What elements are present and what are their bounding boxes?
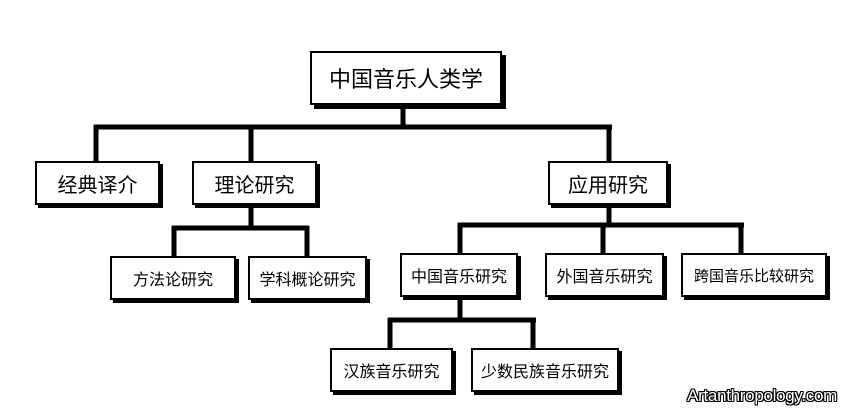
theory-node: 理论研究 [192,161,317,205]
classics-node-label: 经典译介 [57,172,138,197]
classics-node: 经典译介 [35,161,160,205]
foreign-music-node-label: 外国音乐研究 [556,267,653,286]
disciplinary-node-label: 学科概论研究 [259,270,356,289]
chinese-music-node-label: 中国音乐研究 [410,267,507,286]
disciplinary-node: 学科概论研究 [248,256,367,300]
applied-node: 应用研究 [548,161,668,205]
han-music-node-label: 汉族音乐研究 [343,362,440,381]
chinese-music-node: 中国音乐研究 [400,253,518,297]
methodology-node: 方法论研究 [110,256,236,300]
cross-cultural-node: 跨国音乐比较研究 [681,253,827,297]
cross-cultural-node-label: 跨国音乐比较研究 [693,266,814,285]
watermark: Artanthropology.com [687,386,837,405]
methodology-node-label: 方法论研究 [132,270,213,289]
applied-node-label: 应用研究 [568,172,648,197]
theory-node-label: 理论研究 [214,172,295,197]
han-music-node: 汉族音乐研究 [330,348,453,392]
root-node: 中国音乐人类学 [310,51,502,105]
root-node-label: 中国音乐人类学 [328,68,483,93]
foreign-music-node: 外国音乐研究 [545,253,664,297]
minority-music-node-label: 少数民族音乐研究 [480,362,609,381]
minority-music-node: 少数民族音乐研究 [471,348,619,392]
